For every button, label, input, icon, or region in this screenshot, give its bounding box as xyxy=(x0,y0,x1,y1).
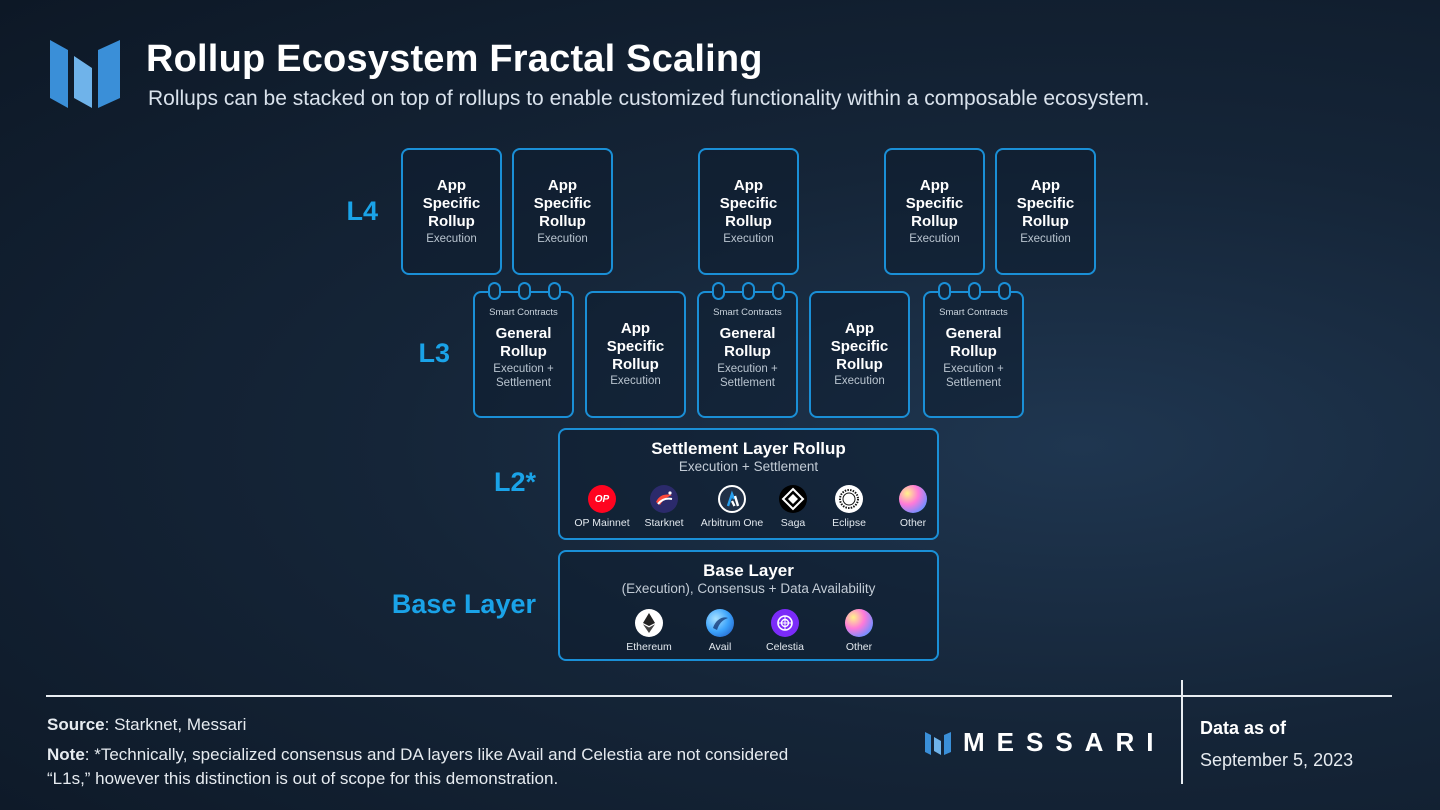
messari-wordmark: MESSARI xyxy=(963,727,1166,757)
messari-logo-icon xyxy=(50,40,120,108)
chain-ethereum: Ethereum xyxy=(609,609,689,653)
rollup-role: Execution xyxy=(909,233,960,245)
op-icon: OP xyxy=(588,485,616,513)
note-line: Note: *Technically, specialized consensu… xyxy=(47,745,789,764)
chain-other: Other xyxy=(819,609,899,653)
l3-general-rollup-box: Smart Contracts General Rollup Execution… xyxy=(923,282,1024,418)
connector-knob xyxy=(488,282,501,300)
chain-label: Starknet xyxy=(644,517,684,529)
chain-starknet: Starknet xyxy=(624,485,704,529)
chain-label: Saga xyxy=(780,517,806,529)
footer-divider xyxy=(46,695,1392,697)
page-title: Rollup Ecosystem Fractal Scaling xyxy=(146,38,763,80)
settlement-subtitle: Execution + Settlement xyxy=(678,459,819,474)
connector-knob xyxy=(518,282,531,300)
connector-knob xyxy=(968,282,981,300)
l4-app-rollup-box: App Specific Rollup Execution xyxy=(698,148,799,275)
chain-label: Eclipse xyxy=(832,517,866,529)
chain-other: Other xyxy=(873,485,953,529)
l3-general-rollup-box: Smart Contracts General Rollup Execution… xyxy=(473,282,574,418)
rollup-tag: Smart Contracts xyxy=(489,307,558,318)
connector-knob xyxy=(938,282,951,300)
chain-celestia: Celestia xyxy=(745,609,825,653)
connector-knob xyxy=(712,282,725,300)
chain-avail: Avail xyxy=(680,609,760,653)
connector-knob xyxy=(772,282,785,300)
rollup-name: App Specific Rollup xyxy=(533,177,592,230)
rollup-role: Execution xyxy=(537,233,588,245)
chain-label: Ethereum xyxy=(626,641,672,653)
footer-vertical-divider xyxy=(1181,680,1183,784)
starknet-icon xyxy=(650,485,678,513)
l4-app-rollup-box: App Specific Rollup Execution xyxy=(512,148,613,275)
rollup-tag: Smart Contracts xyxy=(713,307,782,318)
rollup-role: Execution xyxy=(426,233,477,245)
layer-label-l4: L4 xyxy=(346,196,378,226)
messari-brand-icon xyxy=(925,732,951,755)
l3-app-rollup-box: App Specific Rollup Execution xyxy=(809,291,910,418)
rollup-role: Execution + Settlement xyxy=(717,363,778,389)
rollup-role: Execution xyxy=(723,233,774,245)
chain-label: Avail xyxy=(708,641,732,653)
chain-label: Other xyxy=(845,641,873,653)
saga-icon xyxy=(779,485,807,513)
other-gradient-icon xyxy=(845,609,873,637)
data-date: September 5, 2023 xyxy=(1200,750,1354,770)
base-subtitle: (Execution), Consensus + Data Availabili… xyxy=(621,581,876,596)
data-as-of-label: Data as of xyxy=(1200,718,1287,738)
note-line-continued: “L1s,” however this distinction is out o… xyxy=(47,769,559,788)
chain-label: OP Mainnet xyxy=(574,517,630,529)
chain-label: Arbitrum One xyxy=(700,517,764,529)
eclipse-icon xyxy=(835,485,863,513)
rollup-name: General Rollup xyxy=(719,325,776,360)
rollup-name: App Specific Rollup xyxy=(905,177,964,230)
avail-icon xyxy=(706,609,734,637)
rollup-role: Execution + Settlement xyxy=(493,363,554,389)
connector-knobs xyxy=(699,282,796,302)
connector-knobs xyxy=(475,282,572,302)
page-subtitle: Rollups can be stacked on top of rollups… xyxy=(148,87,1150,110)
celestia-icon xyxy=(771,609,799,637)
connector-knob xyxy=(998,282,1011,300)
l4-app-rollup-box: App Specific Rollup Execution xyxy=(995,148,1096,275)
rollup-name: App Specific Rollup xyxy=(830,320,889,373)
l3-general-rollup-box: Smart Contracts General Rollup Execution… xyxy=(697,282,798,418)
settlement-title: Settlement Layer Rollup xyxy=(651,439,846,458)
chain-eclipse: Eclipse xyxy=(809,485,889,529)
arbitrum-icon xyxy=(718,485,746,513)
chain-label: Other xyxy=(899,517,927,529)
rollup-name: General Rollup xyxy=(945,325,1002,360)
base-layer-box: Base Layer (Execution), Consensus + Data… xyxy=(558,550,939,661)
rollup-name: App Specific Rollup xyxy=(422,177,481,230)
chain-arbitrum-one: Arbitrum One xyxy=(692,485,772,529)
layer-label-l3: L3 xyxy=(418,338,450,368)
connector-knob xyxy=(548,282,561,300)
ethereum-icon xyxy=(635,609,663,637)
chain-label: Celestia xyxy=(766,641,804,653)
layer-label-l2: L2* xyxy=(493,467,536,497)
connector-knob xyxy=(742,282,755,300)
rollup-name: General Rollup xyxy=(495,325,552,360)
rollup-tag: Smart Contracts xyxy=(939,307,1008,318)
connector-knobs xyxy=(925,282,1022,302)
l4-app-rollup-box: App Specific Rollup Execution xyxy=(401,148,502,275)
chain-saga: Saga xyxy=(753,485,833,529)
rollup-role: Execution xyxy=(1020,233,1071,245)
l4-app-rollup-box: App Specific Rollup Execution xyxy=(884,148,985,275)
rollup-role: Execution xyxy=(834,375,885,387)
rollup-role: Execution xyxy=(610,375,661,387)
rollup-name: App Specific Rollup xyxy=(606,320,665,373)
rollup-role: Execution + Settlement xyxy=(943,363,1004,389)
other-gradient-icon xyxy=(899,485,927,513)
source-line: Source: Starknet, Messari xyxy=(47,715,247,734)
base-title: Base Layer xyxy=(703,561,794,580)
layer-label-base: Base Layer xyxy=(391,589,536,619)
rollup-name: App Specific Rollup xyxy=(719,177,778,230)
rollup-name: App Specific Rollup xyxy=(1016,177,1075,230)
chain-op-mainnet: OP OP Mainnet xyxy=(562,485,642,529)
l3-app-rollup-box: App Specific Rollup Execution xyxy=(585,291,686,418)
settlement-layer-box: Settlement Layer Rollup Execution + Sett… xyxy=(558,428,939,540)
